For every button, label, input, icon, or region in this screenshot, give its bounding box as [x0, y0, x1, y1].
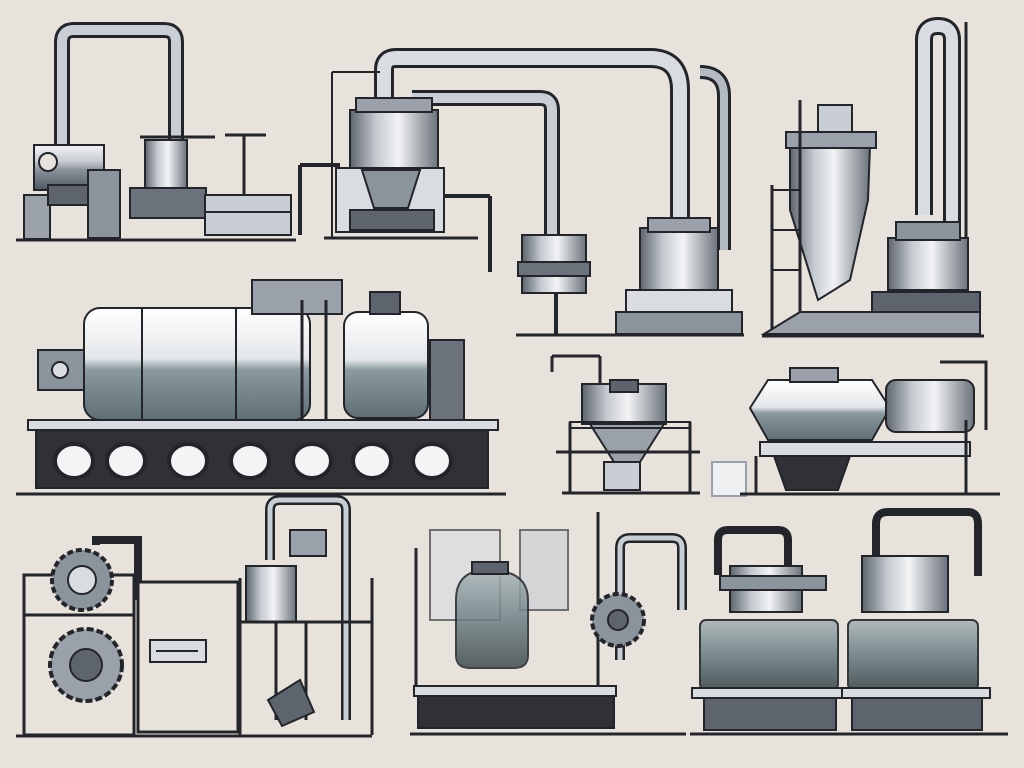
vertical-press — [238, 495, 374, 735]
reactor-vessel-unit — [298, 48, 650, 272]
hopper-mixer — [550, 354, 700, 495]
glass-tank-pair — [690, 508, 1008, 736]
glass-vessel-gear-unit — [410, 512, 687, 736]
trailer-wheels — [53, 442, 453, 480]
pipe-boiler-unit-left — [16, 22, 296, 242]
pump-station-pair — [516, 48, 744, 337]
cyclone-tower-unit — [760, 16, 984, 338]
gear-press-frame — [16, 536, 372, 738]
horizontal-drum-heater — [711, 360, 1000, 497]
